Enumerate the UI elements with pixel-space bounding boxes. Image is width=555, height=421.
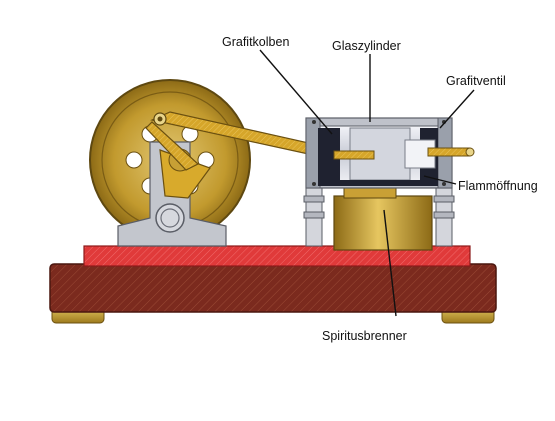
cylinder-supports [303,187,455,247]
connecting-rod [145,111,342,171]
label-flame-opening: Flammöffnung [458,179,538,193]
label-graphite-piston: Grafitkolben [222,35,289,49]
leader-lines [259,49,475,317]
label-glass-cylinder: Glaszylinder [332,39,401,53]
piston-rods [333,147,475,160]
label-graphite-valve: Grafitventil [446,74,506,88]
red-base-plate [83,245,471,267]
leader-grafitventil [439,89,475,129]
leader-spiritusbrenner [383,209,397,317]
wooden-base [49,263,497,313]
leader-grafitkolben [259,49,333,135]
diagram-labels: Grafitkolben Glaszylinder Grafitventil F… [222,35,538,343]
leader-flammoeffnung [423,175,457,185]
label-spirit-burner: Spiritusbrenner [322,329,407,343]
spirit-burner [333,180,433,251]
